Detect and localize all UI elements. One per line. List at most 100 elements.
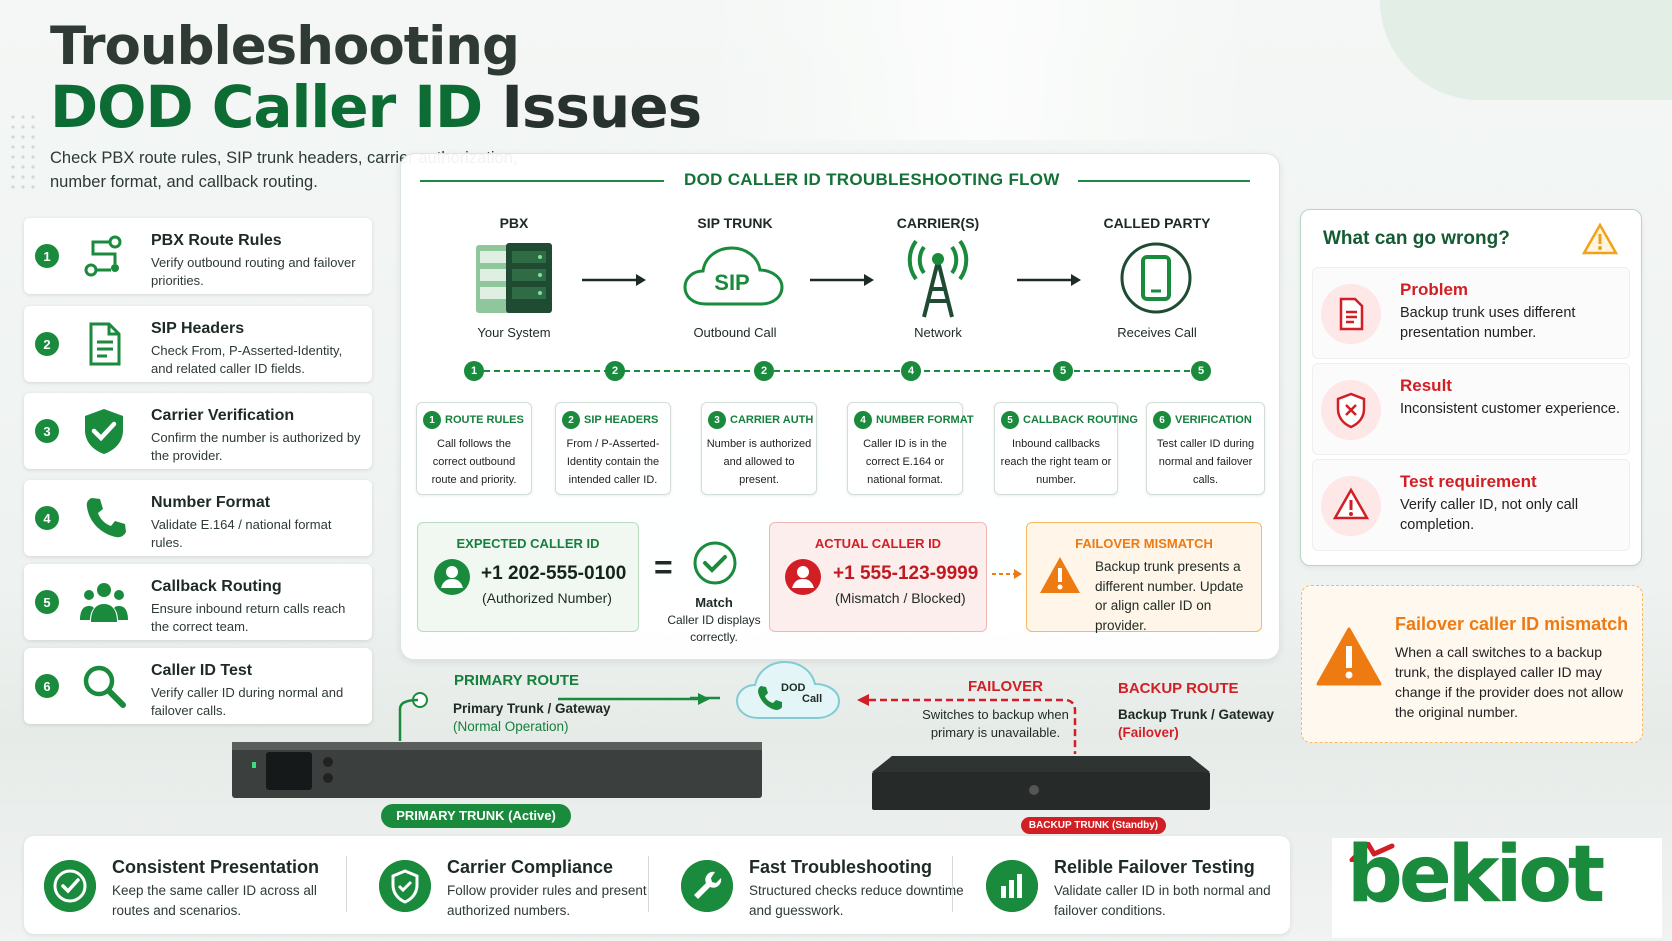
checklist-item: 2 SIP Headers Check From, P-Asserted-Ide… (24, 306, 372, 382)
step-badge: 1 (35, 244, 59, 268)
user-icon (434, 559, 470, 595)
antenna-icon (907, 239, 969, 318)
title-divider (420, 180, 664, 182)
match-desc: Caller ID displays correctly. (667, 613, 761, 644)
timeline-marker: 1 (464, 361, 484, 381)
warning-triangle-icon (1332, 487, 1370, 520)
dot-pattern (8, 112, 38, 192)
brand-logo-area (1332, 838, 1662, 938)
issue-item: Problem Backup trunk uses different pres… (1312, 267, 1630, 359)
backup-route-label: BACKUP ROUTE (1118, 680, 1239, 697)
divider (346, 856, 347, 912)
panel-title: What can go wrong? (1323, 228, 1510, 249)
step-badge: 2 (35, 332, 59, 356)
issue-item: Test requirement Verify caller ID, not o… (1312, 459, 1630, 551)
shield-alert-icon (1336, 392, 1366, 429)
divider (952, 856, 953, 912)
checklist-item: 4 Number Format Validate E.164 / nationa… (24, 480, 372, 556)
primary-trunk-note: (Normal Operation) (453, 719, 569, 734)
checklist-item: 6 Caller ID Test Verify caller ID during… (24, 648, 372, 724)
team-icon (80, 583, 128, 622)
shield-icon (379, 860, 431, 912)
user-icon (785, 559, 821, 595)
primary-trunk-name: Primary Trunk / Gateway (453, 701, 611, 716)
check-icon (44, 860, 96, 912)
cloud-icon: SIP (683, 246, 784, 306)
server-icon (476, 243, 552, 313)
shield-check-icon (85, 409, 123, 454)
step-badge: 5 (35, 590, 59, 614)
timeline-marker: 5 (1191, 361, 1211, 381)
backup-trunk-pill: BACKUP TRUNK (Standby) (1021, 817, 1166, 834)
expected-caller-id-card: EXPECTED CALLER ID +1 202-555-0100 (Auth… (417, 522, 639, 632)
node-sublabel: Your System (477, 325, 551, 340)
step-badge: 3 (35, 419, 59, 443)
mobile-phone-icon (1120, 242, 1192, 314)
dashed-arrow (992, 569, 1022, 579)
benefits-bar (24, 836, 1290, 934)
node-sublabel: Outbound Call (693, 325, 777, 340)
cloud-text: Call (802, 693, 823, 705)
backup-trunk-device (872, 756, 1210, 810)
node-sublabel: Network (914, 325, 962, 340)
failover-desc: Switches to backup when primary is unava… (922, 707, 1069, 740)
failover-route-line (857, 694, 1077, 754)
match-label: Match (695, 595, 733, 610)
background-window (700, 0, 1260, 140)
check-circle-icon (693, 541, 737, 585)
failover-label: FAILOVER (968, 678, 1044, 695)
primary-route-arrow (558, 693, 710, 705)
flow-arrow (1017, 274, 1081, 286)
timeline-marker: 2 (754, 361, 774, 381)
flow-title: DOD CALLER ID TROUBLESHOOTING FLOW (684, 170, 1060, 189)
actual-caller-id-card: ACTUAL CALLER ID +1 555-123-9999 (Mismat… (769, 522, 987, 632)
search-icon (83, 665, 126, 708)
cloud-text: DOD (781, 682, 806, 694)
bar-chart-icon (986, 860, 1038, 912)
failover-info-desc: When a call switches to a backup trunk, … (1395, 644, 1624, 720)
equals-sign: = (654, 549, 673, 585)
primary-trunk-pill: PRIMARY TRUNK (Active) (381, 804, 571, 828)
node-label: PBX (499, 215, 529, 231)
checklist-item: 3 Carrier Verification Confirm the numbe… (24, 393, 372, 469)
node-label: CALLED PARTY (1103, 215, 1211, 231)
warning-icon (1582, 222, 1618, 255)
background-glow (1380, 0, 1672, 100)
cloud-sip-text: SIP (714, 270, 749, 295)
flow-arrow (582, 274, 646, 286)
divider (648, 856, 649, 912)
timeline-line (474, 370, 1202, 372)
phone-icon (86, 498, 126, 538)
wrench-icon (681, 860, 733, 912)
timeline-marker: 2 (605, 361, 625, 381)
checklist-item: 1 PBX Route Rules Verify outbound routin… (24, 218, 372, 294)
logo-accent (1349, 842, 1395, 862)
flow-arrow (810, 274, 874, 286)
step-badge: 6 (35, 674, 59, 698)
timeline-marker: 4 (901, 361, 921, 381)
primary-trunk-device (232, 742, 762, 798)
page-title: Troubleshooting DOD Caller ID Issues (50, 16, 702, 141)
dod-cloud-icon (735, 660, 841, 719)
checklist-item: 5 Callback Routing Ensure inbound return… (24, 564, 372, 640)
node-label: CARRIER(S) (896, 215, 980, 231)
issue-item: Result Inconsistent customer experience. (1312, 363, 1630, 455)
step-badge: 4 (35, 506, 59, 530)
document-icon (89, 322, 121, 366)
failover-mismatch-card: FAILOVER MISMATCH Backup trunk presents … (1026, 522, 1262, 633)
primary-route-label: PRIMARY ROUTE (454, 672, 580, 689)
backup-trunk-name: Backup Trunk / Gateway (1118, 707, 1275, 722)
warning-triangle-icon (1040, 557, 1080, 593)
node-sublabel: Receives Call (1117, 325, 1197, 340)
timeline-marker: 5 (1053, 361, 1073, 381)
